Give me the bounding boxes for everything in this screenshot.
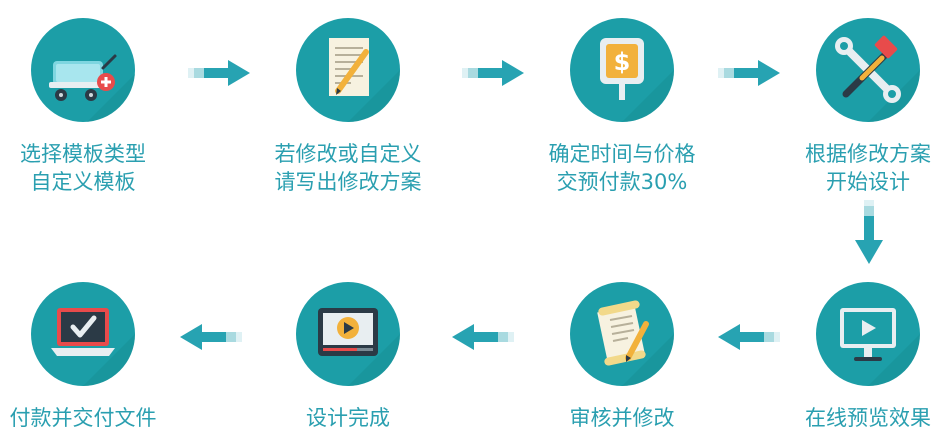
arrow-right-3 [718,60,780,86]
document-pencil-icon [296,18,400,122]
arrow-right-2 [462,60,524,86]
step-5: 在线预览效果 [778,282,940,432]
step-2-line2: 请写出修改方案 [274,170,422,194]
arrow-left-3 [180,324,242,350]
arrow-down [855,200,883,264]
step-7: 设计完成 [258,282,438,432]
arrow-left-2 [452,324,514,350]
step-6-line1: 审核并修改 [569,406,675,430]
step-8-line1: 付款并交付文件 [9,406,157,430]
svg-text:$: $ [614,48,631,76]
step-1-line1: 选择模板类型 [20,142,146,166]
step-7-line1: 设计完成 [306,406,390,430]
shopping-cart-icon [31,18,135,122]
step-1-line2: 自定义模板 [30,170,136,194]
step-6: 审核并修改 [532,282,712,432]
scroll-pencil-icon [570,282,674,386]
step-3-line2: 交预付款30% [556,170,688,194]
arrow-left-1 [718,324,780,350]
arrow-right-1 [188,60,250,86]
price-sign-icon: $ [570,18,674,122]
step-2-line1: 若修改或自定义 [274,142,422,166]
step-2: 若修改或自定义请写出修改方案 [258,18,438,196]
laptop-check-icon [31,282,135,386]
step-1: 选择模板类型自定义模板 [0,18,173,196]
video-player-icon [296,282,400,386]
monitor-play-icon [816,282,920,386]
step-8: 付款并交付文件 [0,282,173,432]
step-3-line1: 确定时间与价格 [548,142,696,166]
step-5-line1: 在线预览效果 [805,406,931,430]
step-4: 根据修改方案开始设计 [778,18,940,196]
tools-icon [816,18,920,122]
step-3: $ 确定时间与价格交预付款30% [532,18,712,196]
step-4-line2: 开始设计 [826,170,910,194]
step-4-line1: 根据修改方案 [805,142,931,166]
